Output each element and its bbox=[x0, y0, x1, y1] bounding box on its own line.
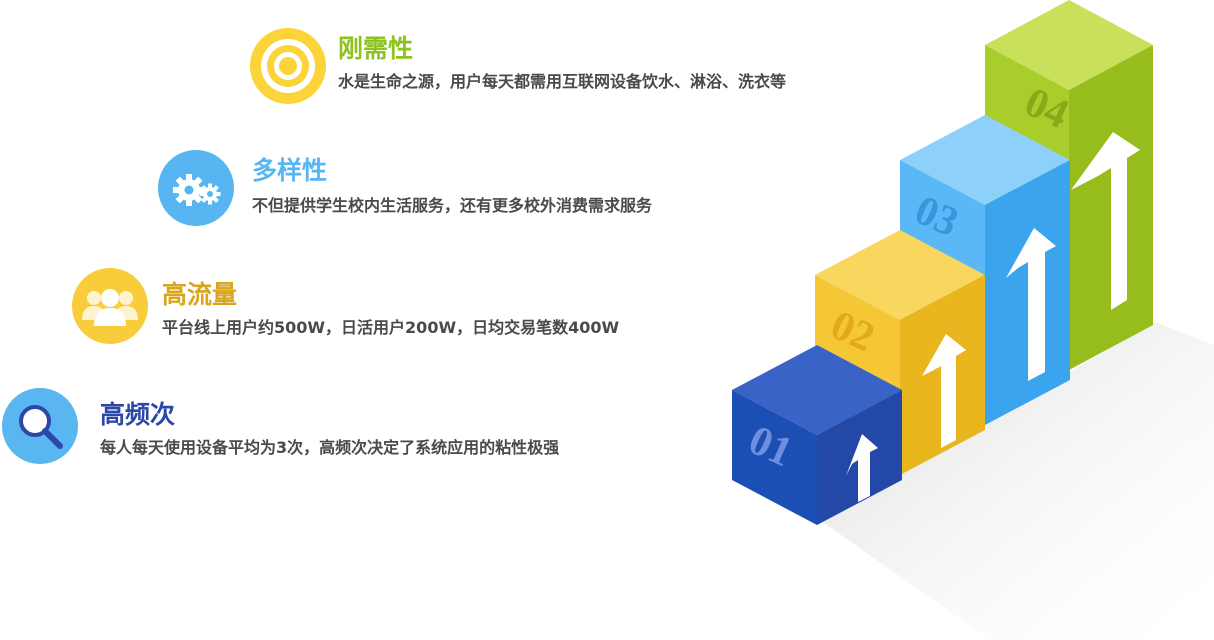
feature-title: 多样性 bbox=[252, 156, 328, 185]
users-icon bbox=[72, 268, 148, 344]
staircase-graphic: 04 03 02 01 bbox=[732, 0, 1214, 640]
feature-description: 每人每天使用设备平均为3次，高频次决定了系统应用的粘性极强 bbox=[100, 438, 560, 457]
magnifier-icon bbox=[2, 388, 78, 464]
feature-description: 水是生命之源，用户每天都需用互联网设备饮水、淋浴、洗衣等 bbox=[338, 72, 787, 91]
step-01: 01 bbox=[732, 345, 902, 525]
arrow-up-icon bbox=[1071, 132, 1140, 310]
feature-title: 高流量 bbox=[162, 280, 238, 309]
feature-title: 刚需性 bbox=[338, 34, 414, 63]
floor-shadow bbox=[820, 322, 1214, 640]
feature-description: 平台线上用户约500W，日活用户200W，日均交易笔数400W bbox=[162, 318, 620, 337]
step-02: 02 bbox=[815, 230, 985, 475]
feature-description: 不但提供学生校内生活服务，还有更多校外消费需求服务 bbox=[252, 196, 653, 215]
target-icon bbox=[250, 28, 326, 104]
arrow-up-icon bbox=[922, 334, 966, 448]
arrow-up-icon bbox=[846, 434, 878, 502]
arrow-up-icon bbox=[1006, 228, 1056, 381]
gears-icon bbox=[158, 150, 234, 226]
feature-title: 高频次 bbox=[100, 400, 176, 429]
